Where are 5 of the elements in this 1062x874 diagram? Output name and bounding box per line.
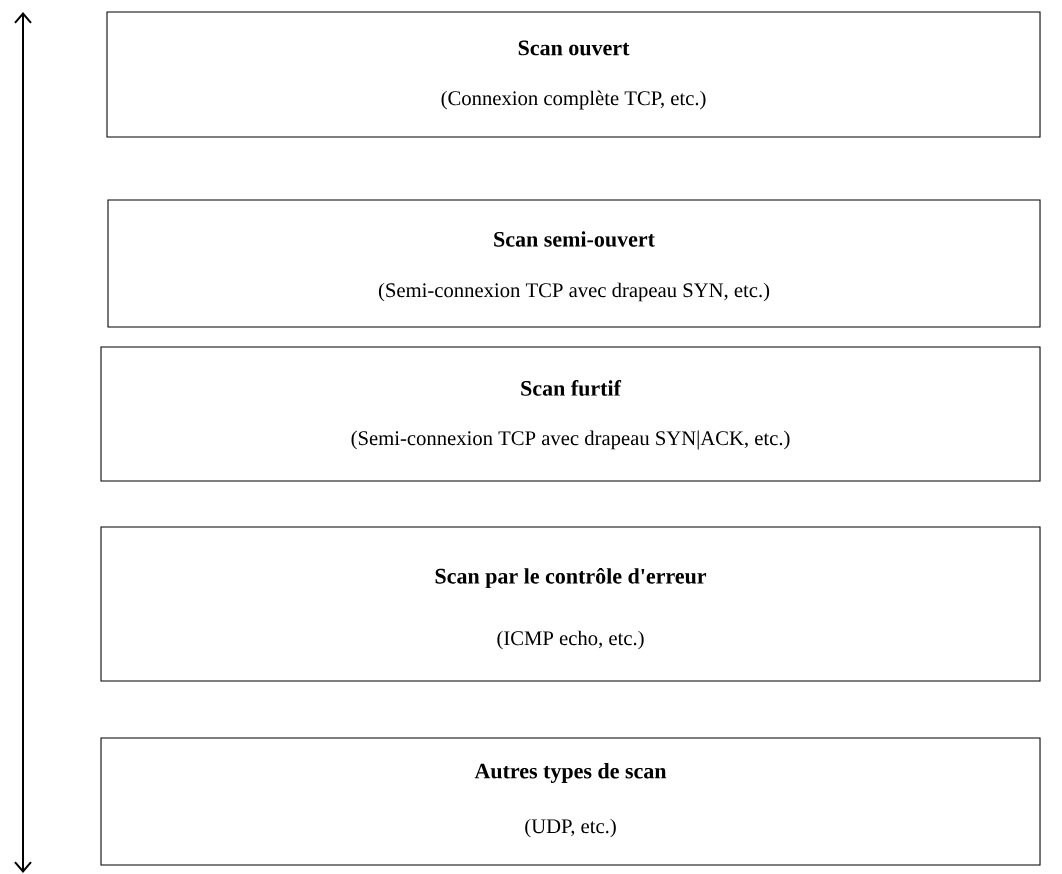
scan-type-box: Scan par le contrôle d'erreur (ICMP echo, etc.) [100,526,1041,682]
scan-type-box: Scan semi-ouvert (Semi-connexion TCP avec drapeau SYN, etc.) [107,199,1041,328]
scan-type-box: Autres types de scan (UDP, etc.) [100,737,1041,866]
scan-type-box: Scan ouvert (Connexion complète TCP, etc.) [106,11,1041,138]
scan-type-box: Scan furtif (Semi-connexion TCP avec drapeau SYN|ACK, etc.) [100,346,1041,482]
